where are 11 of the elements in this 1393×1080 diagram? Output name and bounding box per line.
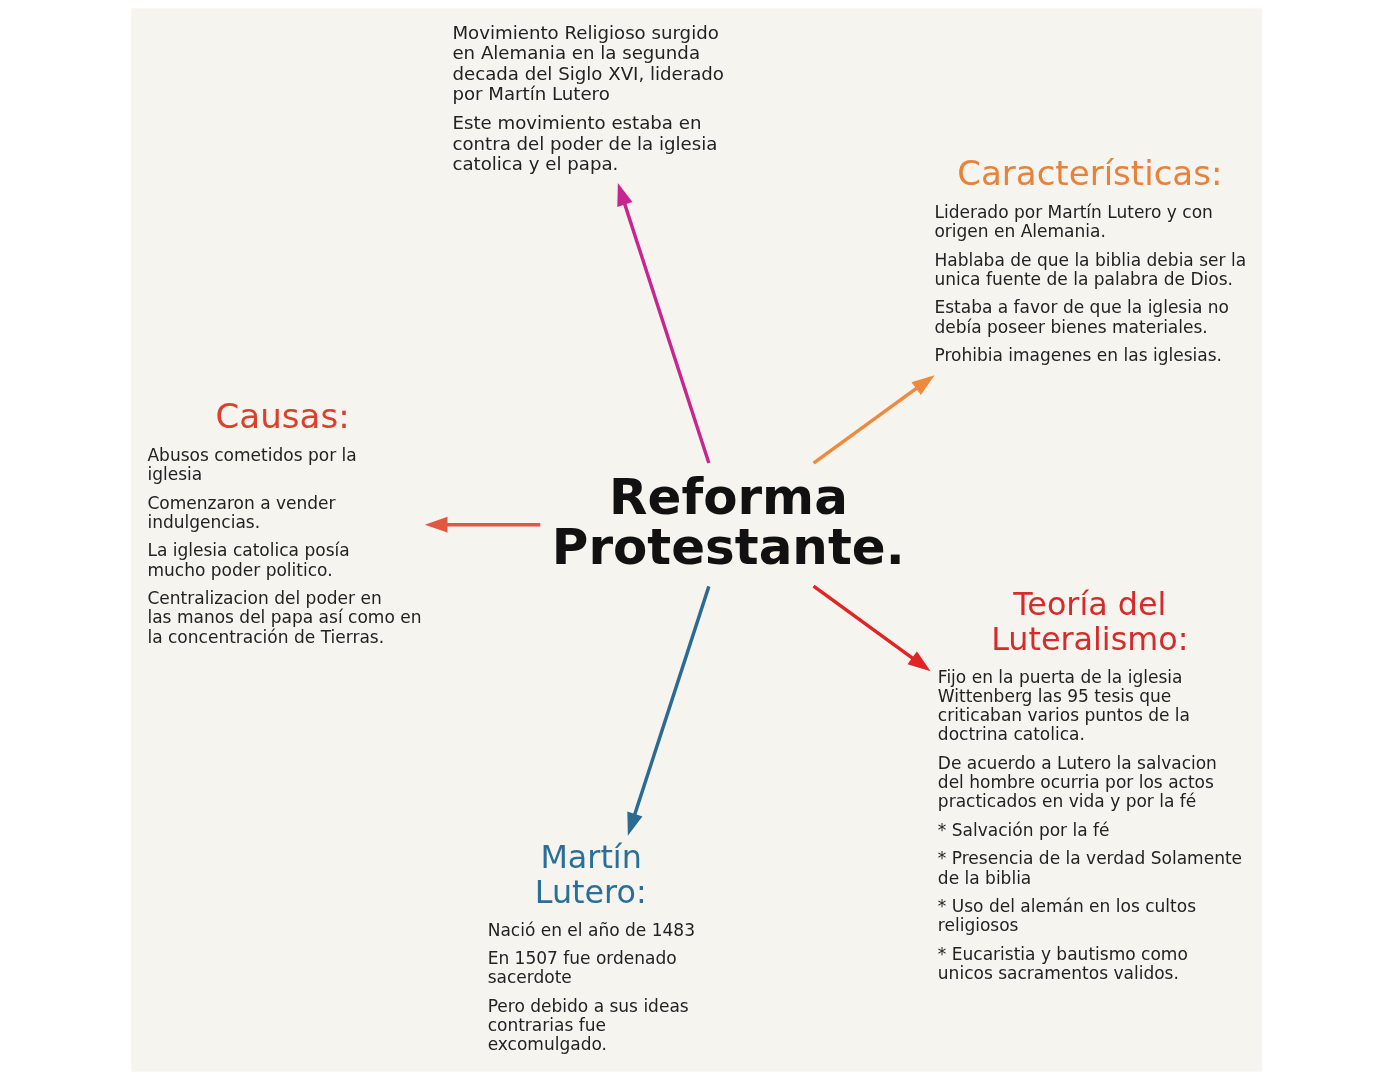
arrow — [617, 182, 711, 464]
arrow — [812, 584, 931, 672]
node-text: Movimiento Religioso surgido en Alemania en la segunda decada del Siglo XVI, liderado por Martín Lutero Este movimiento estaba en contra del poder de la iglesia catolica y el papa. — [452, 21, 724, 175]
node-text: Reforma Protestante. — [551, 467, 905, 576]
arrow — [812, 375, 935, 465]
node-text: Causas: Abusos cometidos por la iglesia Comenzaron a vender indulgencias. La iglesia catolica posía mucho poder politico. Centralizacion del poder en las manos del papa así como en la concentración de Tierras. — [147, 396, 422, 647]
arrow — [424, 516, 541, 533]
node-text: Teoría del Luteralismo: Fijo en la puerta de la iglesia Wittenberg las 95 tesis que criticaban varios puntos de la doctrina catolica. De acuerdo a Lutero la salvacion del hombre ocurria por los actos practicados en vida y por la fé * Salvación por la fé * Presencia de la verdad Solamente de la biblia * Uso del alemán en los cultos religiosos * Eucaristia y bautismo como unicos sacramentos validos. — [937, 584, 1243, 983]
node-text: Características: Liderado por Martín Lutero y con origen en Alemania. Hablaba de que la biblia debia ser la unica fuente de la palabra de Dios. Estaba a favor de que la iglesia no debía poseer bienes materiales. Prohibia imagenes en las iglesias. — [934, 153, 1247, 366]
node-text: Martín Lutero: Nació en el año de 1483 En 1507 fue ordenado sacerdote Pero debido a sus ideas contrarias fue excomulgado. — [487, 837, 695, 1055]
arrow — [627, 585, 711, 836]
